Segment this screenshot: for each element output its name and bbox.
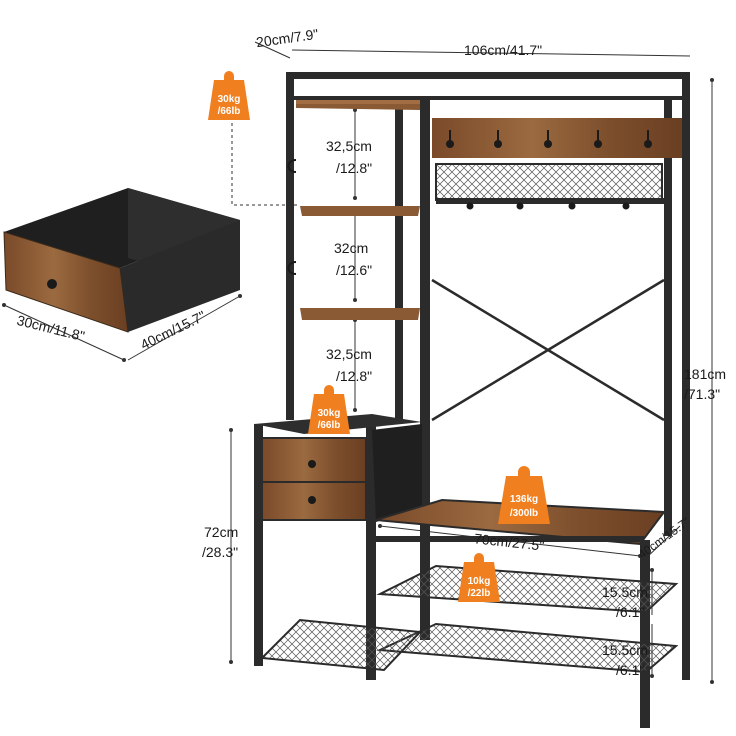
cabinet-side <box>372 424 422 522</box>
hall-tree <box>254 72 690 728</box>
drawer-knob-icon <box>308 496 316 504</box>
badge-lb: /300lb <box>510 508 538 519</box>
label-height-total-in: /71.3" <box>684 386 721 402</box>
drawer-detail <box>3 188 240 333</box>
hook-board <box>432 118 682 158</box>
right-back-post <box>664 96 672 536</box>
load-badge-shoe-rack: 10kg /22lb <box>458 553 500 602</box>
side-hook-icon <box>287 159 297 173</box>
label-height-cabinet-in: /28.3" <box>202 544 239 560</box>
label-shelf-gap-3-cm: 32,5cm <box>326 346 372 362</box>
badge-kg: 30kg <box>318 408 341 419</box>
load-badge-shelf: 30kg /66lb <box>208 71 250 120</box>
label-shelf-gap-2-in: /12.6" <box>336 262 373 278</box>
label-height-cabinet-cm: 72cm <box>204 524 239 540</box>
label-top-width: 106cm/41.7" <box>464 42 543 58</box>
label-shoe-gap-2-cm: 15.5cm <box>602 642 648 658</box>
bench-depth-line <box>645 525 681 559</box>
top-depth-line <box>254 41 291 59</box>
load-badge-bench: 136kg /300lb <box>498 466 550 524</box>
leader-dashed-line <box>231 105 300 206</box>
drawer-side <box>120 220 240 332</box>
dimension-lines <box>3 41 713 682</box>
label-shelf-gap-1-cm: 32,5cm <box>326 138 372 154</box>
label-shelf-gap-1-in: /12.8" <box>336 160 373 176</box>
badge-kg: 10kg <box>468 576 491 587</box>
shelf-3 <box>300 308 420 320</box>
badge-lb: /66lb <box>318 420 341 431</box>
shelf-2 <box>300 206 420 216</box>
left-front-post <box>286 72 294 420</box>
label-shelf-gap-3-in: /12.8" <box>336 368 373 384</box>
drawer-depth-line <box>127 295 241 361</box>
mesh-panel <box>435 163 663 201</box>
label-height-total-cm: 181cm <box>684 366 727 382</box>
load-badge-cabinet: 30kg /66lb <box>308 385 350 434</box>
drawer-knob-icon <box>308 460 316 468</box>
middle-post <box>420 100 430 640</box>
top-width-line <box>291 49 691 57</box>
drawer-knob-icon <box>47 279 57 289</box>
badge-kg: 136kg <box>510 494 538 505</box>
drawer-width-line <box>3 304 125 361</box>
lower-hook-icons <box>466 202 630 210</box>
label-shoe-gap-2-in: /6.1" <box>616 662 645 678</box>
label-shelf-gap-2-cm: 32cm <box>334 240 369 256</box>
right-front-post <box>682 72 690 680</box>
top-rail <box>286 72 690 79</box>
label-shoe-gap-1-in: /6.1" <box>616 604 645 620</box>
badge-lb: /22lb <box>468 588 491 599</box>
badge-kg: 30kg <box>218 94 241 105</box>
shoe-rack-1 <box>376 564 679 614</box>
shelf-post <box>395 108 403 420</box>
badge-lb: /66lb <box>218 106 241 117</box>
cabinet-bottom-mesh <box>259 618 423 672</box>
label-shoe-gap-1-cm: 15.5cm <box>602 584 648 600</box>
